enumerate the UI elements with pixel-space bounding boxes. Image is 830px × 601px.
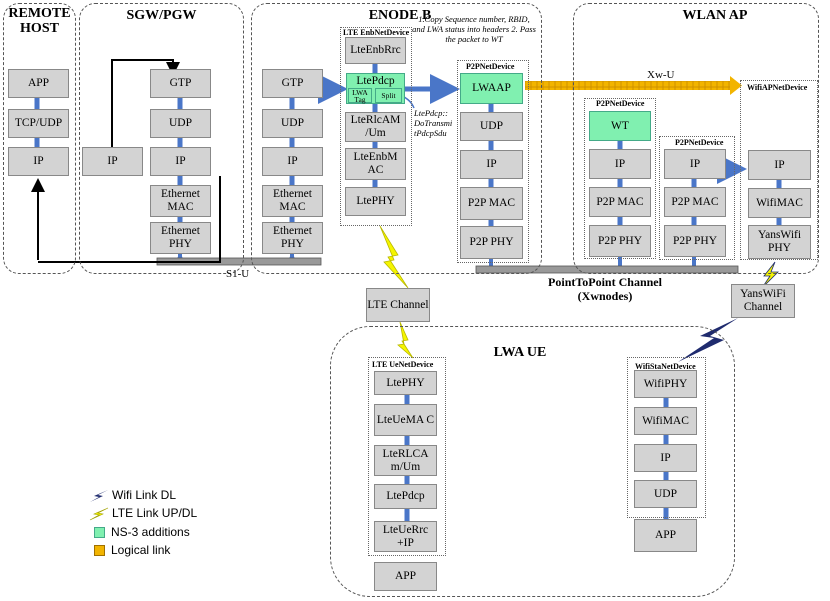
lte-link-legend-icon bbox=[89, 507, 109, 521]
ue-wifi-links bbox=[663, 397, 669, 520]
lte-ue-netdevice-title: LTE UeNetDevice bbox=[372, 360, 434, 369]
enb-p2p-phy: P2P PHY bbox=[460, 226, 523, 259]
ue-lte-rlc: LteRLCA m/Um bbox=[374, 445, 437, 476]
wifi-sta-netdevice bbox=[627, 357, 706, 518]
lwa-ue-region bbox=[330, 326, 735, 597]
ue-wifi-app: APP bbox=[634, 519, 697, 552]
enb-udp: UDP bbox=[262, 109, 323, 138]
remote-tcp-udp: TCP/UDP bbox=[8, 109, 69, 138]
sgw-ip-left: IP bbox=[82, 147, 143, 176]
lte-channel: LTE Channel bbox=[366, 288, 430, 322]
p2p-ip: IP bbox=[664, 149, 726, 179]
ue-lte-pdcp: LtePdcp bbox=[374, 484, 437, 509]
ue-wifi-udp: UDP bbox=[634, 480, 697, 508]
sgw-pgw-title: SGW/PGW bbox=[126, 8, 197, 23]
sgw-ethernet-mac: Ethernet MAC bbox=[150, 185, 211, 217]
sgw-udp: UDP bbox=[150, 109, 211, 138]
remote-host-title: REMOTE HOST bbox=[8, 6, 71, 36]
p2p-ip-netdevice-title: P2PNetDevice bbox=[675, 138, 724, 147]
enb-p2p-mac: P2P MAC bbox=[460, 187, 523, 220]
legend-ns3-label: NS-3 additions bbox=[111, 525, 190, 539]
copy-sequence-note: 1.Copy Sequence number, RBID, and LWA st… bbox=[412, 14, 536, 44]
wifi-sta-netdevice-title: WifiStaNetDevice bbox=[635, 362, 696, 371]
s1-u-label: S1-U bbox=[226, 268, 250, 280]
legend-wifi-link-label: Wifi Link DL bbox=[112, 488, 177, 502]
wt-box: WT bbox=[589, 111, 651, 141]
wifi-ap-ip: IP bbox=[748, 150, 811, 180]
ue-wifi-phy: WifiPHY bbox=[634, 370, 697, 398]
enb-p2p-udp: UDP bbox=[460, 112, 523, 141]
lte-phy-enb: LtePHY bbox=[345, 187, 406, 216]
sgw-ethernet-phy: Ethernet PHY bbox=[150, 222, 211, 254]
sgw-pgw-region bbox=[79, 3, 244, 274]
lte-enb-netdevice bbox=[340, 27, 412, 226]
legend-ns3: NS-3 additions bbox=[94, 525, 190, 539]
enodeb-region bbox=[251, 3, 542, 274]
wifi-ap-netdevice-title: WifiAPNetDevice bbox=[747, 83, 808, 92]
ue-wifi-mac: WifiMAC bbox=[634, 407, 697, 435]
black-route-lines bbox=[31, 59, 221, 263]
p2p-enb-netdevice bbox=[457, 60, 529, 263]
enb-ip: IP bbox=[262, 147, 323, 176]
p2p-ip-netdevice bbox=[659, 136, 735, 260]
wifi-link-legend-icon bbox=[90, 489, 108, 502]
p2p-wt-netdevice bbox=[584, 98, 656, 259]
wifi-ap-mac: WifiMAC bbox=[748, 188, 811, 218]
ns3-legend-swatch bbox=[94, 527, 105, 539]
legend-lte-link-label: LTE Link UP/DL bbox=[112, 506, 198, 520]
remote-app: APP bbox=[8, 69, 69, 98]
lte-pdcp-enb-label: LtePdcp bbox=[356, 75, 395, 87]
ue-lte-mac: LteUeMA C bbox=[374, 404, 437, 436]
lte-enb-mac: LteEnbM AC bbox=[345, 148, 406, 180]
xw-u-label: Xw-U bbox=[647, 69, 675, 81]
enb-ethernet-phy: Ethernet PHY bbox=[262, 222, 323, 254]
xwu-logical-link bbox=[525, 81, 730, 90]
split-box: Split bbox=[375, 88, 402, 103]
legend-logical-label: Logical link bbox=[111, 543, 171, 557]
wt-ip: IP bbox=[589, 149, 651, 179]
sgw-ip: IP bbox=[150, 147, 211, 176]
ue-lte-app: APP bbox=[374, 562, 437, 591]
enb-gtp: GTP bbox=[262, 69, 323, 98]
enodeb-title: ENODE B bbox=[368, 8, 432, 23]
pdcp-transmit-note: LtePdcp:: DoTransmi tPdcpSdu bbox=[414, 108, 453, 138]
lwa-ue-title: LWA UE bbox=[493, 345, 547, 360]
remote-host-region bbox=[3, 3, 76, 274]
wlan-ap-region bbox=[573, 3, 819, 274]
legend-wifi-link: Wifi Link DL bbox=[88, 488, 176, 503]
yanswifi-channel: YansWiFi Channel bbox=[731, 284, 795, 318]
wt-p2p-phy: P2P PHY bbox=[589, 225, 651, 257]
p2p-phy: P2P PHY bbox=[664, 225, 726, 257]
lte-ue-netdevice bbox=[368, 357, 446, 556]
ue-lte-phy: LtePHY bbox=[374, 371, 437, 395]
p2p-wt-netdevice-title: P2PNetDevice bbox=[596, 99, 645, 108]
logical-legend-swatch bbox=[94, 545, 105, 557]
ue-wifi-ip: IP bbox=[634, 444, 697, 472]
lte-link-bolt-ue bbox=[397, 321, 414, 359]
p2p-channel-label: PointToPoint Channel (Xwnodes) bbox=[548, 275, 662, 303]
lwaap-box: LWAAP bbox=[460, 73, 523, 104]
wifi-ap-netdevice bbox=[740, 80, 818, 260]
xwu-link-arrowhead bbox=[730, 76, 742, 95]
p2p-mac: P2P MAC bbox=[664, 187, 726, 217]
legend-logical: Logical link bbox=[94, 543, 170, 557]
legend-lte-link: LTE Link UP/DL bbox=[88, 506, 197, 521]
wlan-ap-title: WLAN AP bbox=[682, 8, 748, 23]
lte-enb-rrc: LteEnbRrc bbox=[345, 37, 406, 64]
ue-lte-rrc-ip: LteUeRrc +IP bbox=[374, 521, 437, 552]
wifi-ap-phy: YansWifi PHY bbox=[748, 225, 811, 259]
lwa-tag-box: LWA Tag bbox=[348, 88, 372, 103]
wt-p2p-mac: P2P MAC bbox=[589, 187, 651, 217]
remote-ip: IP bbox=[8, 147, 69, 176]
enb-p2p-ip: IP bbox=[460, 150, 523, 179]
lte-rlc-am-um: LteRlcAM /Um bbox=[345, 112, 406, 142]
enb-ethernet-mac: Ethernet MAC bbox=[262, 185, 323, 217]
lte-enb-netdevice-title: LTE EnbNetDevice bbox=[343, 28, 410, 37]
sgw-gtp: GTP bbox=[150, 69, 211, 98]
p2p-enb-netdevice-title: P2PNetDevice bbox=[466, 62, 515, 71]
